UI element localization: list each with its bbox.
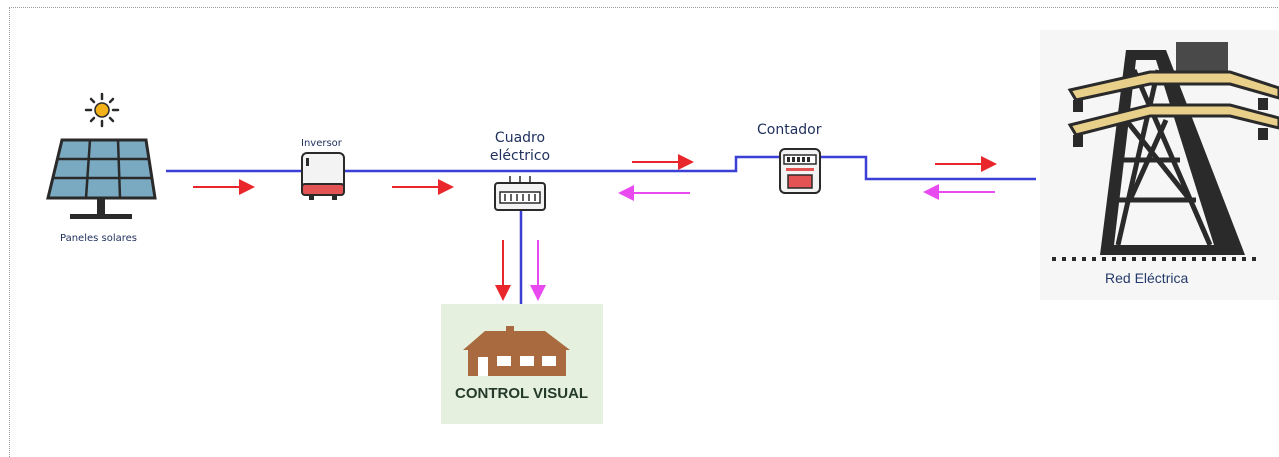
inverter-label: Inversor — [301, 138, 342, 149]
transmission-tower-icon — [1040, 30, 1279, 300]
inverter-icon — [301, 152, 345, 200]
breaker-panel-label-line2: eléctrico — [489, 148, 551, 164]
generation-arrows — [193, 154, 997, 301]
home-label: CONTROL VISUAL — [455, 385, 589, 402]
breaker-panel-label-line1: Cuadro — [494, 130, 546, 146]
sun-icon — [84, 92, 120, 128]
wire-lines — [166, 155, 1036, 304]
grid-arrows — [530, 184, 995, 301]
meter-label: Contador — [757, 122, 822, 138]
panels-label: Paneles solares — [60, 233, 138, 244]
house-icon — [463, 326, 570, 376]
breaker-panel-icon — [494, 176, 546, 211]
grid-label: Red Eléctrica — [1105, 270, 1189, 286]
breaker-panel-label: Cuadro eléctrico — [480, 129, 560, 165]
meter-icon — [779, 148, 821, 194]
solar-panel-icon — [46, 138, 157, 219]
frame-border — [9, 7, 1279, 457]
